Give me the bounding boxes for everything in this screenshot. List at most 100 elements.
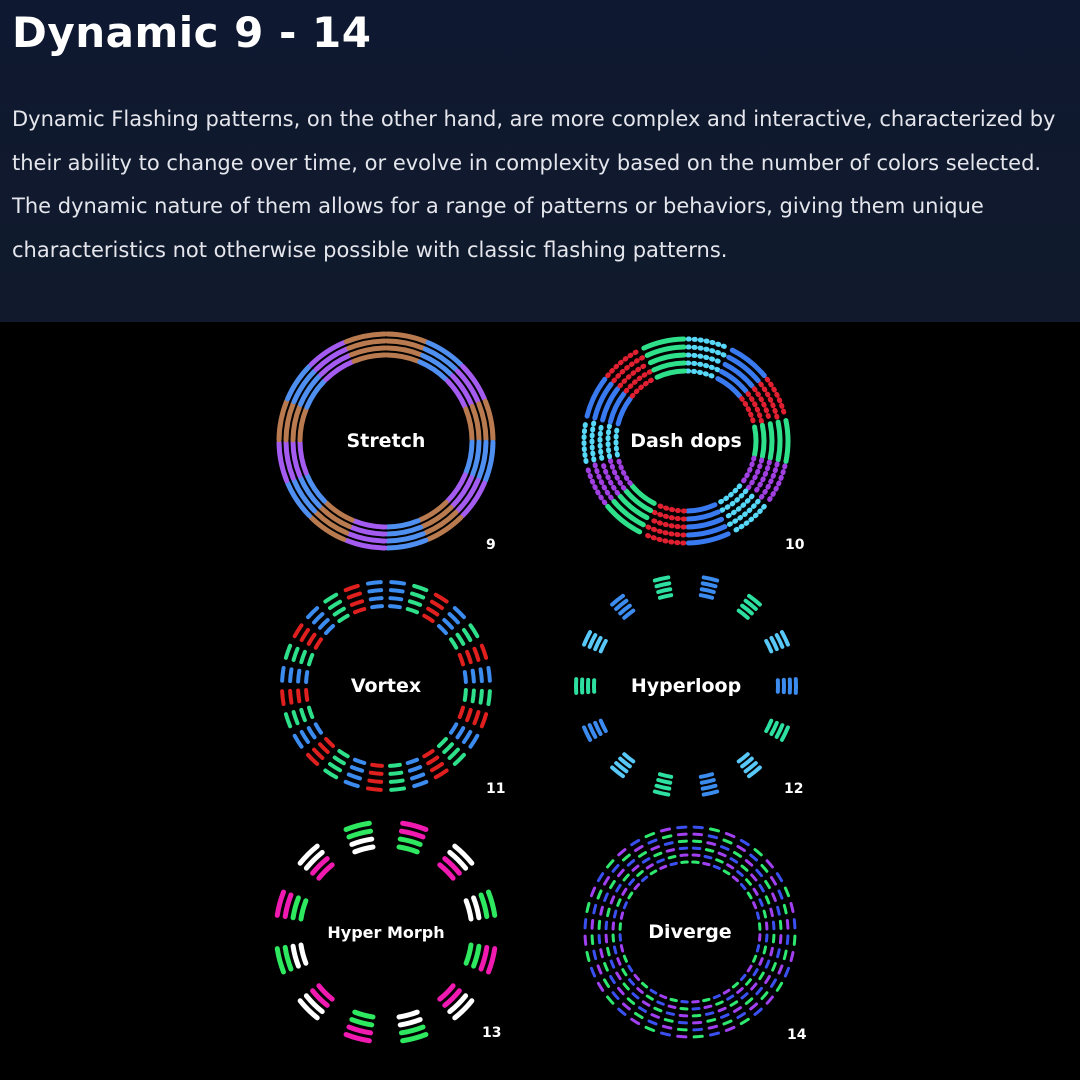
ring-segment	[367, 588, 384, 594]
ring-segment	[759, 422, 767, 460]
ring-segment	[310, 988, 330, 1008]
ring-segment	[740, 864, 749, 872]
ring-segment	[750, 873, 758, 882]
ring-segment	[740, 756, 754, 769]
ring-segment	[407, 765, 423, 773]
ring-segment	[617, 493, 650, 521]
ring-segment	[739, 455, 757, 486]
pattern-label: Diverge	[648, 921, 732, 943]
ring-segment	[412, 779, 429, 789]
ring-segment	[777, 964, 784, 975]
ring-segment	[280, 666, 286, 683]
ring-segment	[659, 864, 668, 870]
ring-segment	[644, 344, 687, 358]
ring-segment	[698, 772, 715, 779]
ring-segment	[407, 599, 423, 607]
ring-segment	[622, 873, 630, 882]
ring-segment	[758, 957, 764, 966]
ring-segment	[583, 918, 588, 930]
ring-segment	[744, 859, 754, 867]
ring-segment	[760, 863, 769, 873]
ring-segment	[283, 712, 293, 729]
ring-segment	[328, 761, 343, 773]
ring-segment	[485, 946, 498, 975]
ring-segment	[452, 752, 466, 766]
ring-segment	[447, 993, 469, 1015]
ring-segment	[614, 598, 629, 611]
ring-segment	[422, 346, 459, 372]
ring-segment	[282, 944, 294, 972]
ring-segment	[471, 895, 482, 921]
ring-segment	[758, 971, 765, 981]
ring-segment	[318, 505, 352, 529]
ring-segment	[769, 978, 778, 988]
ring-segment	[462, 670, 468, 684]
ring-segment	[323, 359, 355, 382]
ring-segment	[610, 765, 625, 779]
pattern-stretch: Stretch	[266, 321, 506, 561]
ring-segment	[296, 668, 302, 684]
ring-segment	[461, 729, 473, 744]
ring-segment	[726, 498, 761, 528]
ring-segment	[739, 838, 750, 847]
ring-segment	[707, 1024, 719, 1030]
ring-segment	[778, 934, 783, 945]
ring-segment	[645, 863, 654, 870]
ring-segment	[463, 898, 474, 922]
ring-segment	[306, 606, 320, 620]
ring-segment	[589, 966, 597, 978]
ring-segment	[764, 879, 771, 890]
ring-segment	[678, 846, 689, 851]
pattern-number: 9	[486, 537, 496, 553]
ring-segment	[592, 903, 598, 915]
ring-segment	[641, 1000, 651, 1007]
ring-segment	[283, 401, 296, 443]
ring-segment	[702, 997, 711, 1003]
ring-segment	[752, 968, 759, 977]
ring-segment	[276, 398, 290, 443]
ring-segment	[722, 988, 731, 995]
ring-segment	[619, 911, 625, 920]
ring-segment	[699, 587, 716, 595]
ring-segment	[606, 859, 615, 869]
ring-segment	[644, 524, 687, 538]
ring-segment	[708, 1031, 721, 1037]
ring-segment	[422, 748, 435, 759]
ring-segment	[729, 503, 767, 535]
ring-segment	[722, 838, 733, 845]
ring-segment	[288, 688, 294, 705]
ring-segment	[758, 883, 765, 893]
ring-segment	[292, 623, 304, 639]
ring-segment	[298, 898, 309, 922]
ring-segment	[465, 707, 473, 723]
ring-segment	[298, 475, 322, 509]
ring-segment	[630, 1017, 641, 1026]
vortex-ring-graphic	[280, 580, 492, 792]
ring-segment	[485, 889, 498, 918]
ring-segment	[752, 424, 759, 458]
ring-segment	[776, 948, 781, 959]
ring-segment	[313, 346, 350, 372]
ring-segment	[384, 537, 429, 551]
ring-segment	[299, 628, 311, 643]
ring-segment	[581, 418, 589, 464]
ring-segment	[758, 898, 764, 907]
ring-segment	[343, 537, 388, 551]
ring-segment	[779, 630, 790, 647]
ring-segment	[447, 747, 460, 760]
ring-segment	[433, 592, 449, 604]
ring-segment	[384, 518, 421, 530]
ring-segment	[447, 612, 460, 625]
ring-segment	[348, 524, 388, 537]
ring-segment	[455, 477, 481, 514]
ring-segment	[701, 789, 720, 797]
ring-segment	[318, 742, 330, 754]
ring-segment	[760, 991, 769, 1001]
ring-segment	[274, 889, 287, 918]
ring-segment	[396, 844, 420, 855]
ring-segment	[685, 502, 718, 514]
ring-segment	[297, 439, 309, 476]
ring-segment	[602, 978, 611, 988]
ring-segment	[750, 982, 758, 991]
pattern-number: 14	[787, 1027, 807, 1043]
